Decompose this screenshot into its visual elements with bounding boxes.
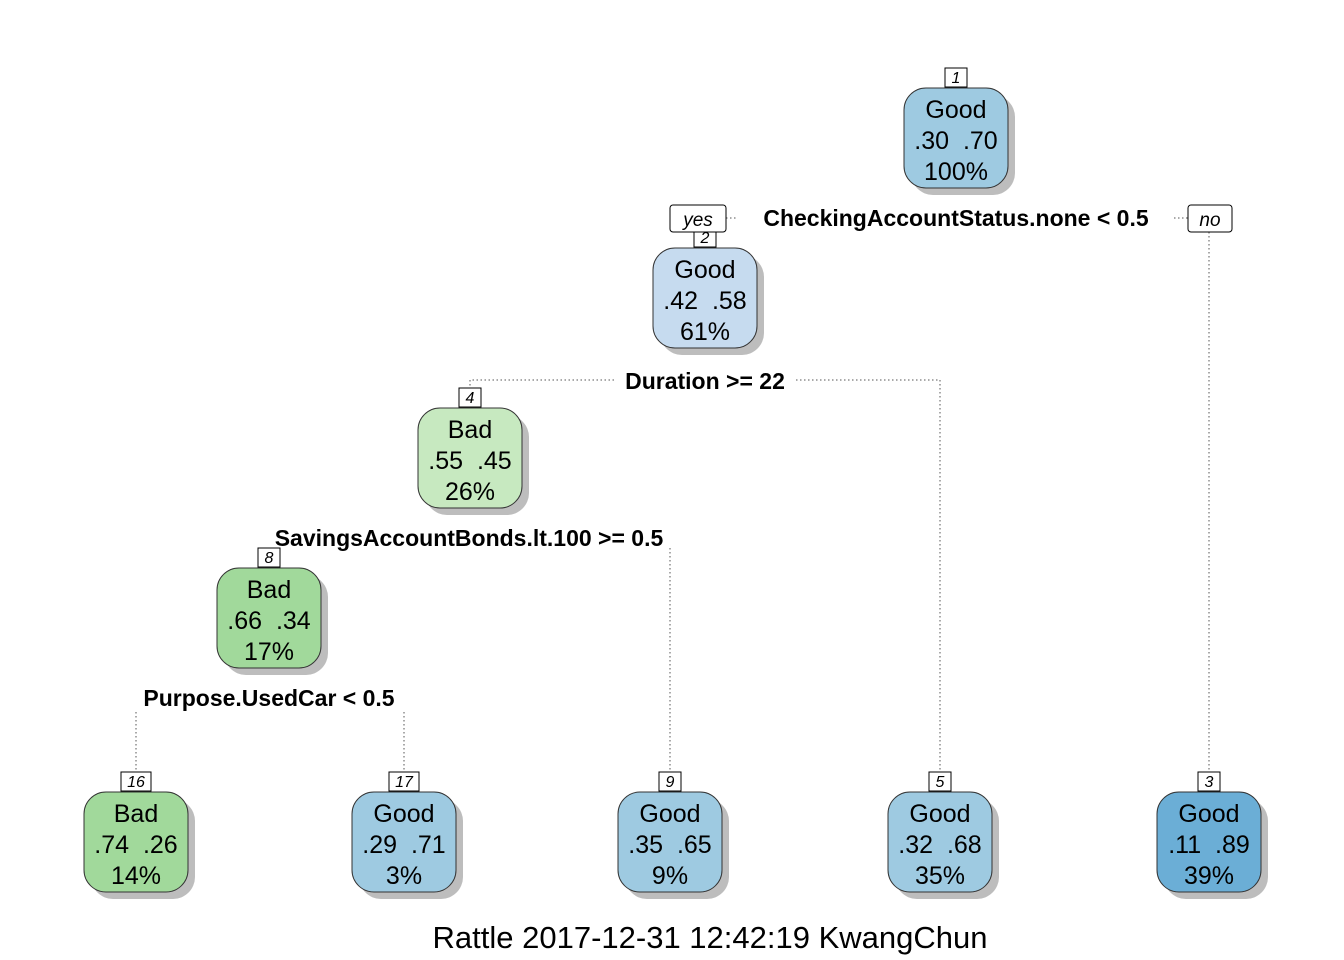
- node-id-label: 1: [952, 70, 961, 87]
- node-id-label: 8: [265, 550, 274, 567]
- node-percentage: 14%: [111, 862, 161, 890]
- node-class-label: Good: [674, 256, 735, 284]
- node-probabilities: .32 .68: [898, 831, 981, 859]
- no-label-box: no: [1187, 204, 1233, 233]
- node-box: [1156, 791, 1262, 893]
- node-probabilities: .66 .34: [227, 607, 310, 635]
- node-id-box: [388, 771, 420, 792]
- node-percentage: 9%: [652, 862, 688, 890]
- yes-label-box: yes: [669, 204, 727, 233]
- no-label: no: [1199, 210, 1220, 231]
- node-class-label: Bad: [247, 576, 291, 604]
- node-class-label: Good: [925, 96, 986, 124]
- node-box: [887, 791, 993, 893]
- node-percentage: 26%: [445, 478, 495, 506]
- node-probabilities: .35 .65: [628, 831, 711, 859]
- node-class-label: Bad: [114, 800, 158, 828]
- node-id-box: [120, 771, 152, 792]
- node-id-label: 3: [1205, 774, 1214, 791]
- node-id-box: [658, 771, 682, 792]
- split-label-node-4: SavingsAccountBonds.lt.100 >= 0.5: [275, 525, 664, 551]
- node-box: [652, 247, 758, 349]
- yes-label: yes: [681, 210, 713, 231]
- node-id-label: 9: [666, 774, 675, 791]
- node-id-label: 17: [395, 774, 414, 791]
- split-label-node-2: Duration >= 22: [625, 368, 785, 394]
- node-probabilities: .11 .89: [1168, 831, 1250, 859]
- node-probabilities: .42 .58: [663, 287, 746, 315]
- node-id-label: 4: [466, 390, 475, 407]
- node-box: [617, 791, 723, 893]
- node-probabilities: .55 .45: [428, 447, 511, 475]
- node-id-box: [1197, 771, 1221, 792]
- edge-2-5: [796, 379, 941, 774]
- node-box: [903, 87, 1009, 189]
- node-class-label: Bad: [448, 416, 492, 444]
- node-id-label: 5: [936, 774, 945, 791]
- node-id-label: 16: [127, 774, 145, 791]
- split-label-node-8: Purpose.UsedCar < 0.5: [143, 685, 394, 711]
- node-id-label: 2: [700, 230, 710, 247]
- node-class-label: Good: [639, 800, 700, 828]
- node-percentage: 3%: [386, 862, 422, 890]
- node-id-box: [458, 387, 482, 408]
- node-percentage: 39%: [1184, 862, 1234, 890]
- node-id-box: [257, 547, 281, 568]
- node-class-label: Good: [1178, 800, 1239, 828]
- node-percentage: 61%: [680, 318, 730, 346]
- node-percentage: 100%: [924, 158, 988, 186]
- split-label-node-1: CheckingAccountStatus.none < 0.5: [763, 205, 1149, 231]
- node-probabilities: .29 .71: [362, 831, 445, 859]
- node-probabilities: .30 .70: [914, 127, 997, 155]
- edge-2-4: [469, 379, 614, 388]
- node-id-box: [928, 771, 952, 792]
- node-box: [216, 567, 322, 669]
- node-box: [83, 791, 189, 893]
- footer-caption: Rattle 2017-12-31 12:42:19 KwangChun: [433, 920, 988, 955]
- node-box: [417, 407, 523, 509]
- node-class-label: Good: [373, 800, 434, 828]
- node-id-box: [944, 67, 968, 88]
- node-box: [351, 791, 457, 893]
- node-class-label: Good: [909, 800, 970, 828]
- node-percentage: 17%: [244, 638, 294, 666]
- node-probabilities: .74 .26: [94, 831, 177, 859]
- node-percentage: 35%: [915, 862, 965, 890]
